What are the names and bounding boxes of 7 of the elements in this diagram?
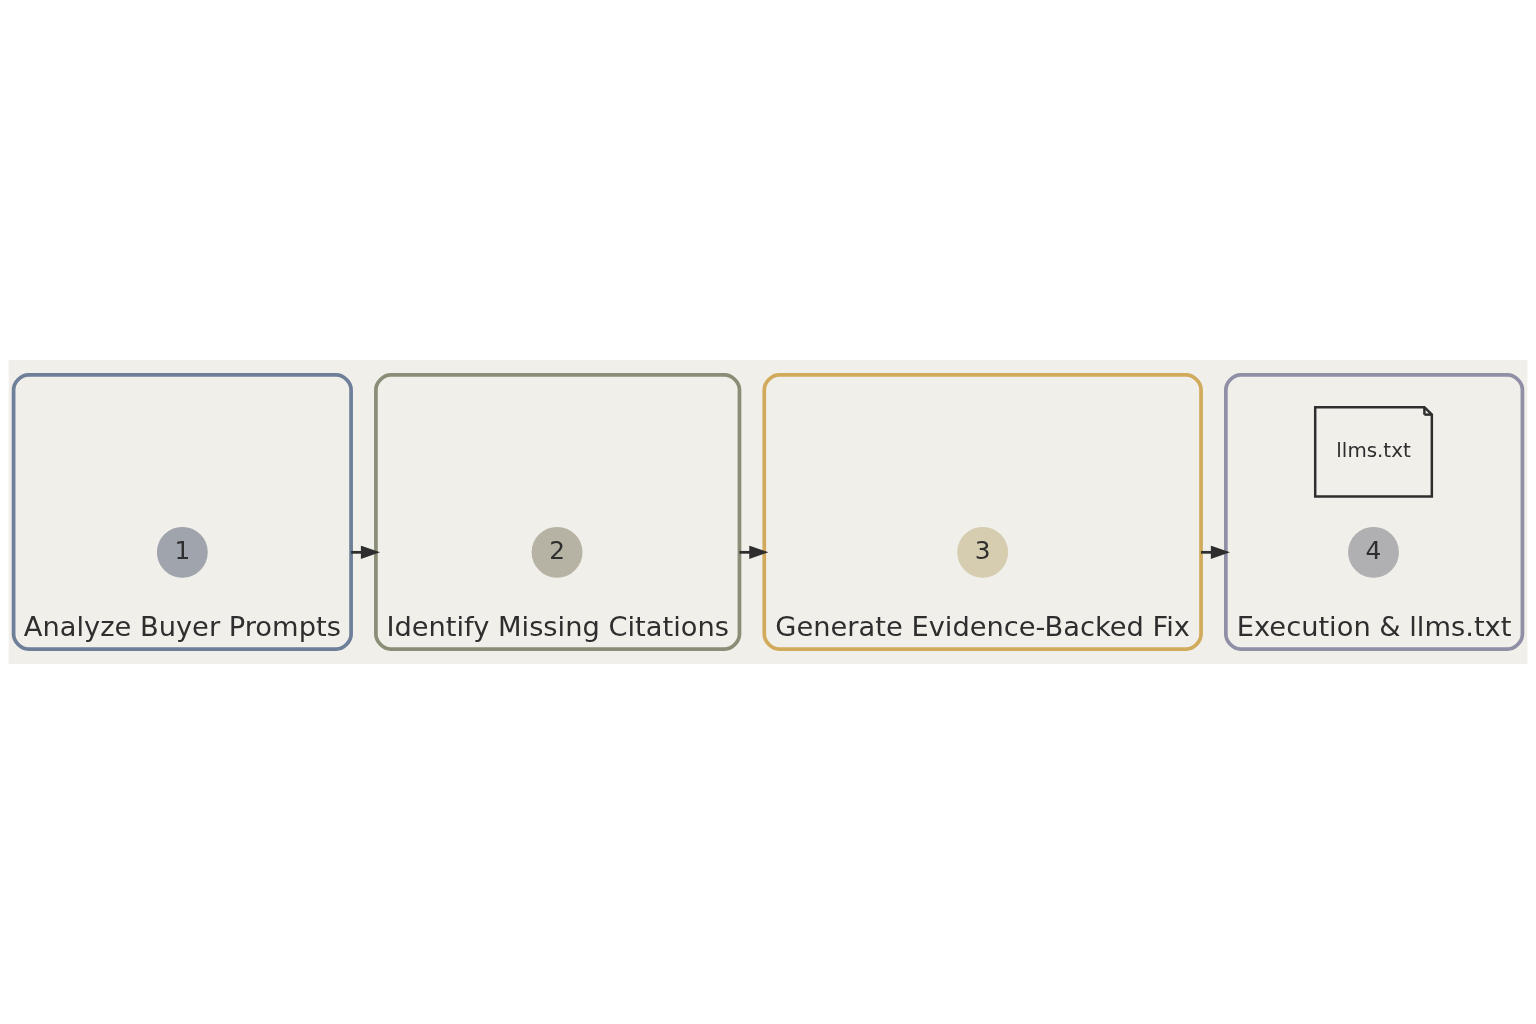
node-circle: 2 bbox=[531, 526, 583, 578]
arrow bbox=[739, 545, 769, 560]
arrow bbox=[351, 545, 381, 560]
node-circle: 4 bbox=[1348, 526, 1399, 578]
arrow bbox=[1201, 545, 1230, 560]
node-circle: 3 bbox=[957, 526, 1009, 578]
node-circle: 1 bbox=[156, 526, 208, 578]
